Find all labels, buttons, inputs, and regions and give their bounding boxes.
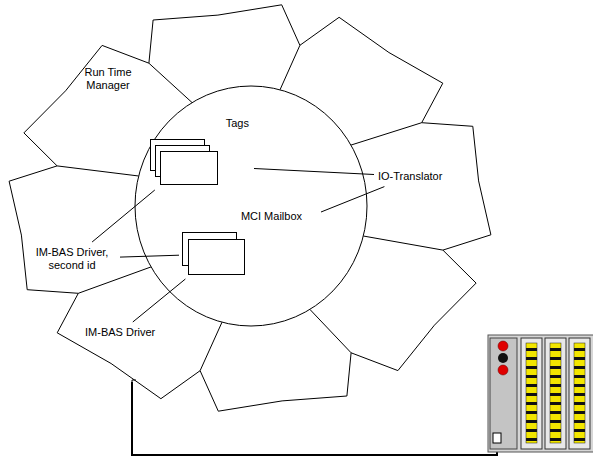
tag-store: Tags	[148, 115, 253, 189]
segment-title: IM-BAS Driver, second id	[28, 246, 116, 271]
segment-label: Run Time Manager	[77, 64, 139, 93]
segment-label: IM-BAS Driver	[83, 324, 157, 341]
store-title: MCI Mailbox	[180, 208, 320, 223]
segment-title: Run Time Manager	[79, 66, 137, 91]
gear-outline	[9, 5, 491, 411]
segment-label: IM-BAS Driver, second id	[26, 244, 118, 273]
connector-line	[120, 255, 179, 257]
mailbox: MCI Mailbox	[180, 208, 320, 278]
store-title: Tags	[148, 115, 253, 130]
cable	[132, 382, 497, 455]
connector-line	[254, 169, 374, 175]
connector-line	[321, 187, 384, 212]
connector-line	[133, 279, 186, 322]
segment-label: IO-Translator	[376, 168, 444, 185]
record-box	[160, 151, 218, 185]
core-circle	[135, 86, 367, 326]
segment-divider	[57, 45, 443, 370]
segment-title: IO-Translator	[378, 170, 442, 183]
io-rack	[488, 335, 593, 452]
connector-line	[92, 190, 155, 242]
record-box	[188, 239, 245, 275]
segment-title: IM-BAS Driver	[85, 326, 155, 339]
cable-bracket	[132, 380, 136, 386]
